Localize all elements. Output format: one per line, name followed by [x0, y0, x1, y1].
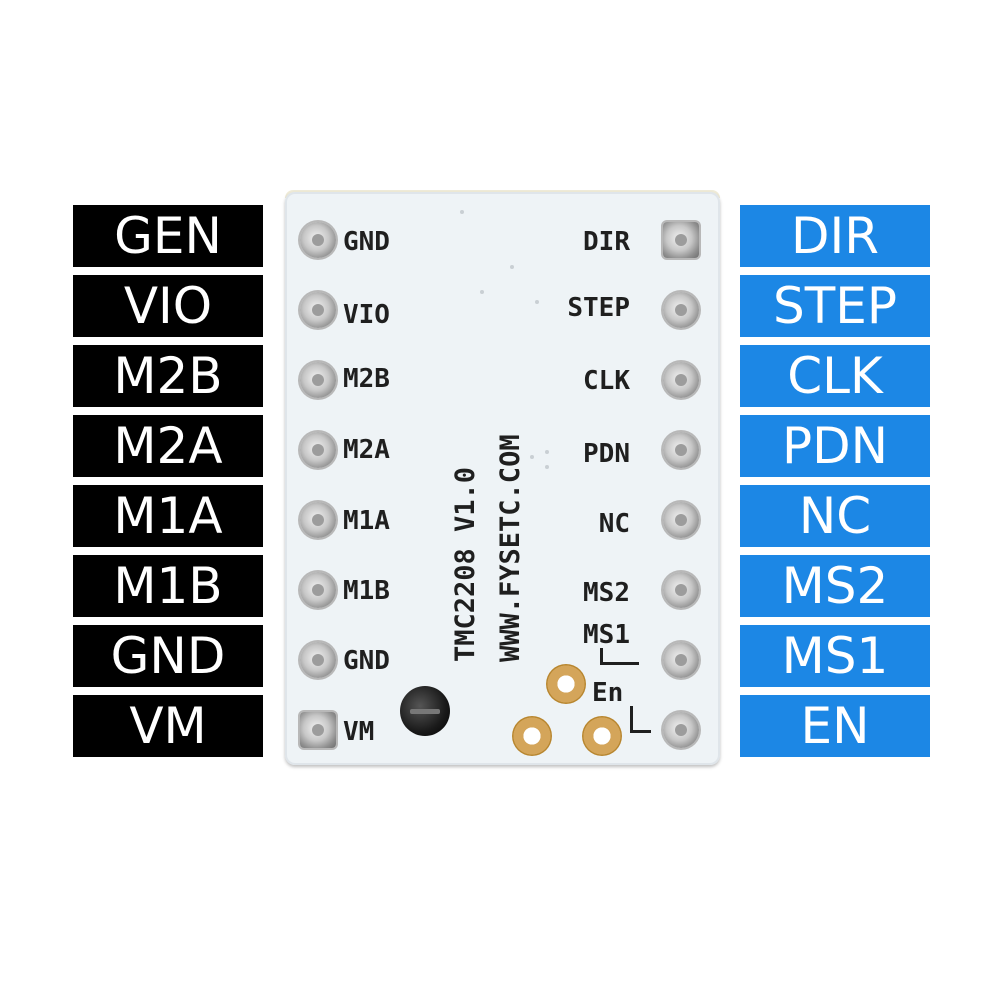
silk-left-gnd: GND [343, 227, 390, 257]
via-dot [545, 450, 549, 454]
pin-hole-icon [663, 432, 699, 468]
pin-hole-icon [663, 642, 699, 678]
via-dot [535, 300, 539, 304]
left-label-gnd: GND [73, 625, 263, 687]
solder-pad-icon [546, 664, 586, 704]
silk-left-m2a: M2A [343, 435, 390, 465]
pin-hole-icon [663, 712, 699, 748]
silk-right-ms2: MS2 [583, 578, 630, 608]
right-label-nc: NC [740, 485, 930, 547]
pin-hole-icon [300, 292, 336, 328]
silk-right-dir: DIR [583, 227, 630, 257]
right-label-dir: DIR [740, 205, 930, 267]
via-dot [530, 455, 534, 459]
model-text: TMC2208 V1.0 [450, 466, 481, 662]
silk-left-m1b: M1B [343, 576, 390, 606]
pin-hole-icon [663, 292, 699, 328]
pin-hole-icon [663, 572, 699, 608]
pin-hole-icon [300, 642, 336, 678]
silk-right-clk: CLK [583, 366, 630, 396]
url-text: WWW.FYSETC.COM [495, 434, 526, 662]
silk-left-m2b: M2B [343, 364, 390, 394]
left-label-m2a: M2A [73, 415, 263, 477]
silk-mark [600, 648, 639, 665]
silk-en: En [592, 678, 624, 708]
pin-hole-icon [300, 362, 336, 398]
silk-left-vm: VM [343, 717, 375, 747]
silk-left-m1a: M1A [343, 506, 390, 536]
right-label-step: STEP [740, 275, 930, 337]
square-pin-icon [300, 712, 336, 748]
silk-left-gnd2: GND [343, 646, 390, 676]
via-dot [480, 290, 484, 294]
left-label-m2b: M2B [73, 345, 263, 407]
pin-hole-icon [300, 572, 336, 608]
right-label-clk: CLK [740, 345, 930, 407]
left-label-vm: VM [73, 695, 263, 757]
square-pin-icon [663, 222, 699, 258]
via-dot [545, 465, 549, 469]
silk-right-ms1: MS1 [583, 620, 630, 650]
right-pin-labels: DIR STEP CLK PDN NC MS2 MS1 EN [740, 205, 930, 765]
pin-hole-icon [300, 222, 336, 258]
silk-right-pdn: PDN [583, 439, 630, 469]
left-label-gen: GEN [73, 205, 263, 267]
silk-mark [630, 706, 651, 733]
left-label-m1b: M1B [73, 555, 263, 617]
silk-left-vio: VIO [343, 300, 390, 330]
solder-pad-icon [582, 716, 622, 756]
right-label-ms2: MS2 [740, 555, 930, 617]
right-label-ms1: MS1 [740, 625, 930, 687]
right-label-pdn: PDN [740, 415, 930, 477]
driver-board [285, 192, 720, 765]
solder-pad-icon [512, 716, 552, 756]
pin-hole-icon [300, 502, 336, 538]
via-dot [460, 210, 464, 214]
left-pin-labels: GEN VIO M2B M2A M1A M1B GND VM [73, 205, 263, 765]
silk-right-nc: NC [598, 509, 630, 539]
right-label-en: EN [740, 695, 930, 757]
silk-right-step: STEP [567, 293, 630, 323]
pin-hole-icon [300, 432, 336, 468]
left-label-vio: VIO [73, 275, 263, 337]
left-label-m1a: M1A [73, 485, 263, 547]
pin-hole-icon [663, 362, 699, 398]
capacitor-icon [400, 686, 450, 736]
via-dot [510, 265, 514, 269]
pin-hole-icon [663, 502, 699, 538]
